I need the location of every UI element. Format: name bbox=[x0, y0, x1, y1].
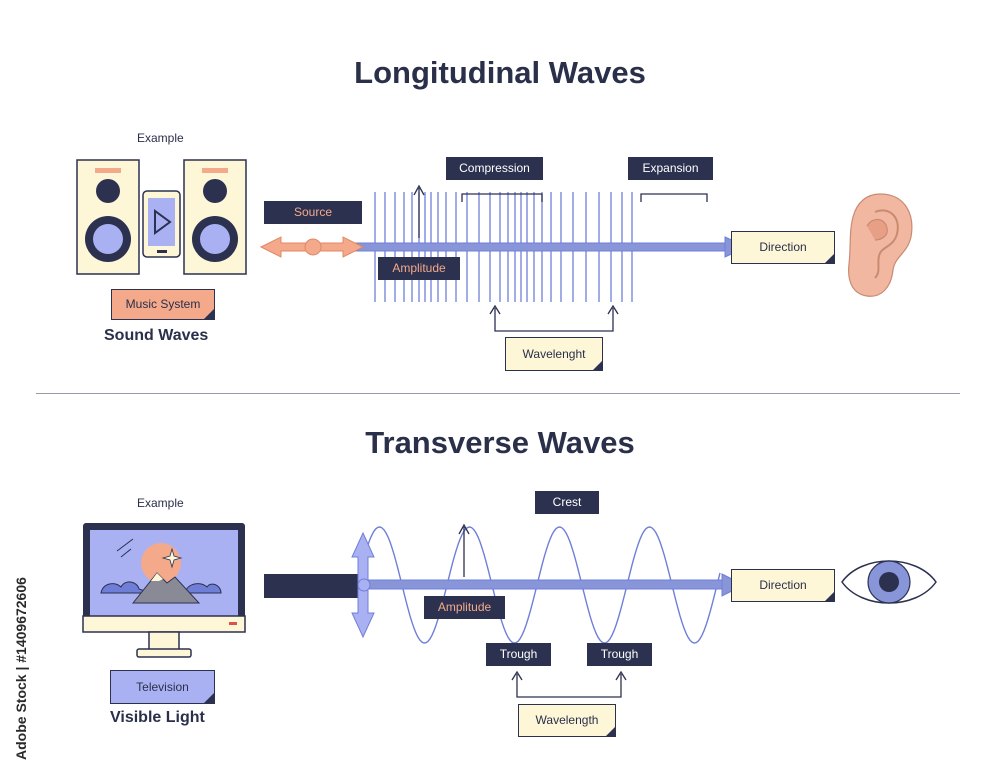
transverse-example-label: Example bbox=[137, 496, 184, 510]
ear-icon bbox=[848, 193, 913, 297]
visible-light-caption: Visible Light bbox=[110, 709, 205, 726]
stock-id-text: Adobe Stock | #1409672606 bbox=[13, 577, 29, 760]
television-tag: Television bbox=[110, 670, 215, 704]
sound-waves-caption: Sound Waves bbox=[104, 327, 209, 344]
transverse-wavelength-note: Wavelength bbox=[518, 704, 616, 737]
longitudinal-direction-note: Direction bbox=[731, 231, 835, 264]
eye-icon bbox=[841, 560, 937, 604]
longitudinal-example-label: Example bbox=[137, 131, 184, 145]
longitudinal-title: Longitudinal Waves bbox=[354, 55, 646, 90]
transverse-amplitude-label: Amplitude bbox=[424, 596, 505, 619]
source-label: Source bbox=[264, 201, 362, 224]
longitudinal-amplitude-label: Amplitude bbox=[378, 257, 460, 280]
section-divider bbox=[36, 393, 960, 394]
crest-label: Crest bbox=[535, 491, 599, 514]
trough-label-1: Trough bbox=[486, 643, 551, 666]
compression-label: Compression bbox=[446, 157, 543, 180]
transverse-direction-note: Direction bbox=[731, 569, 835, 602]
longitudinal-wave-diagram bbox=[259, 184, 749, 332]
television-icon bbox=[82, 523, 246, 658]
music-system-icon bbox=[76, 159, 247, 275]
trough-label-2: Trough bbox=[587, 643, 652, 666]
transverse-source-block bbox=[264, 574, 366, 598]
longitudinal-wavelength-note: Wavelenght bbox=[505, 337, 603, 371]
music-system-tag: Music System bbox=[111, 289, 215, 320]
expansion-label: Expansion bbox=[628, 157, 713, 180]
transverse-wave-diagram bbox=[351, 523, 746, 644]
transverse-wavelength-bracket bbox=[511, 670, 627, 698]
transverse-title: Transverse Waves bbox=[365, 425, 635, 460]
